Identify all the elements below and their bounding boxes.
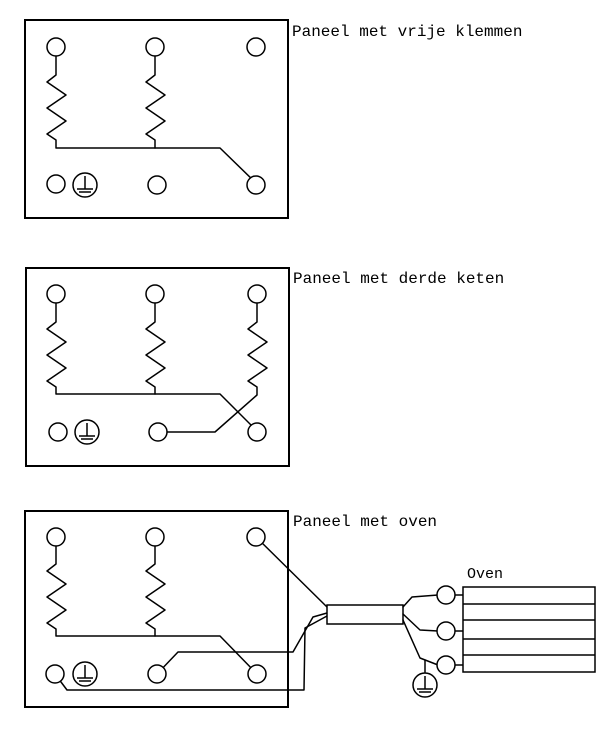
terminal <box>145 527 165 547</box>
terminal <box>247 664 267 684</box>
cable-bundle <box>326 604 404 625</box>
wire <box>157 302 268 433</box>
wire <box>402 594 439 608</box>
oven-body <box>462 586 596 673</box>
wire <box>402 613 439 632</box>
wire <box>402 619 439 666</box>
oven-label: Oven <box>467 566 503 583</box>
panel-frame <box>24 510 289 708</box>
panel-third-circuit: Paneel met derde keten <box>25 267 504 467</box>
terminal <box>46 174 66 194</box>
ground-icon <box>74 419 100 445</box>
panel-frame <box>25 267 290 467</box>
terminal <box>147 664 167 684</box>
oven-block: Oven <box>412 566 596 698</box>
wire <box>46 544 258 675</box>
wire <box>145 55 166 149</box>
terminal <box>46 284 66 304</box>
panel-oven: Paneel met oven <box>24 510 439 708</box>
terminal <box>436 585 456 605</box>
terminal <box>246 175 266 195</box>
terminal <box>46 527 66 547</box>
ground-icon <box>72 661 98 687</box>
wire <box>46 55 257 184</box>
terminal <box>246 527 266 547</box>
panel-title: Paneel met vrije klemmen <box>292 23 522 41</box>
wire <box>46 302 257 431</box>
ground-icon <box>412 672 438 698</box>
terminal <box>436 621 456 641</box>
terminal <box>48 422 68 442</box>
ground-icon <box>72 172 98 198</box>
terminal <box>145 284 165 304</box>
terminal <box>145 37 165 57</box>
terminal <box>246 37 266 57</box>
terminal <box>436 655 456 675</box>
terminal <box>45 664 65 684</box>
terminal <box>46 37 66 57</box>
panel-title: Paneel met derde keten <box>293 270 504 288</box>
terminal <box>148 422 168 442</box>
wire <box>145 544 166 637</box>
panel-title: Paneel met oven <box>293 513 437 531</box>
terminal <box>247 422 267 442</box>
wire <box>145 302 166 395</box>
terminal <box>147 175 167 195</box>
wire <box>255 536 328 608</box>
wire <box>54 615 328 691</box>
panel-free-terminals: Paneel met vrije klemmen <box>24 19 522 219</box>
panel-frame <box>24 19 289 219</box>
wire <box>156 612 328 675</box>
terminal <box>247 284 267 304</box>
